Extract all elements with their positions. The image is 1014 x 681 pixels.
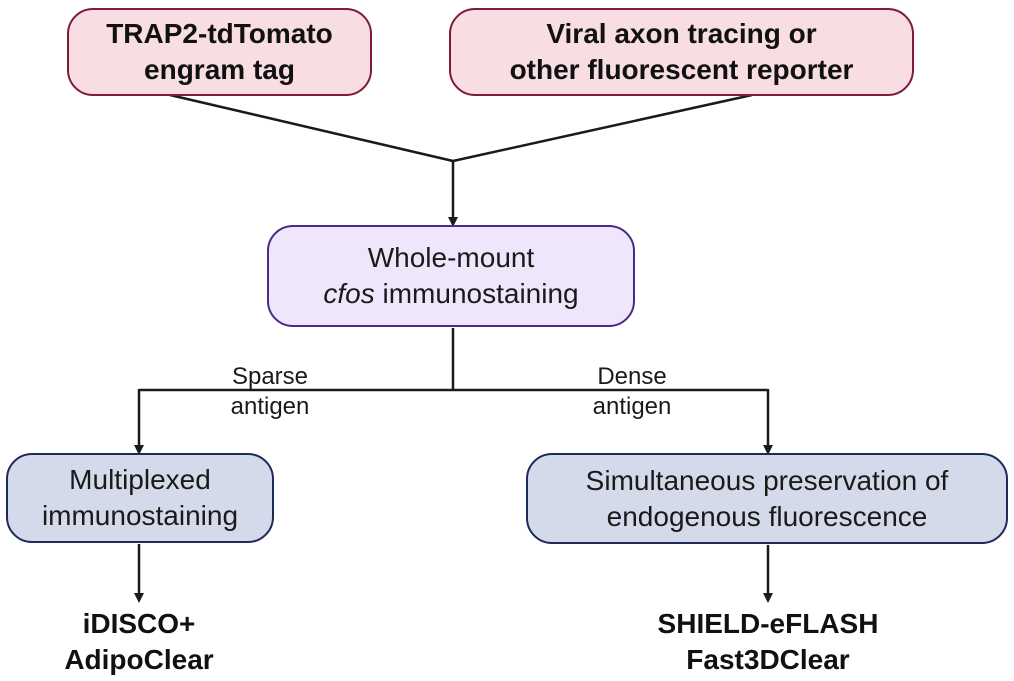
wholemount-line1: Whole-mount [367,242,535,273]
sparse-line1: Sparse [231,363,309,390]
trap2-line2: engram tag [144,54,295,85]
simultaneous-box: Simultaneous preservation of endogenous … [526,453,1008,544]
trap2-box: TRAP2-tdTomato engram tag [67,8,372,96]
wholemount-italic-cfos: cfos [323,278,375,309]
simultaneous-line1: Simultaneous preservation of [585,464,949,496]
result-right: SHIELD-eFLASH Fast3DClear [608,606,928,678]
branch-label-sparse: Sparse antigen [205,362,335,422]
viral-box: Viral axon tracing or other fluorescent … [449,8,914,96]
wholemount-line2-rest: immunostaining [374,278,579,309]
trap2-line1: TRAP2-tdTomato [106,18,333,49]
result-left: iDISCO+ AdipoClear [39,606,239,678]
dense-line1: Dense [597,363,667,390]
result-left-line2: AdipoClear [64,644,214,675]
result-left-line1: iDISCO+ [82,608,196,639]
viral-line2: other fluorescent reporter [509,54,854,85]
connector-viral [452,93,753,163]
sparse-line2: antigen [230,393,310,420]
wholemount-box: Whole-mount cfos immunostaining [267,225,635,327]
multiplexed-box: Multiplexed immunostaining [6,453,274,543]
result-right-line1: SHIELD-eFLASH [657,608,879,639]
branch-label-dense: Dense antigen [567,362,697,422]
viral-line1: Viral axon tracing or [546,18,817,49]
multiplexed-line1: Multiplexed [69,464,211,495]
simultaneous-line2: endogenous fluorescence [606,500,928,532]
result-right-line2: Fast3DClear [686,644,850,675]
multiplexed-line2: immunostaining [41,500,239,531]
dense-line2: antigen [592,393,672,420]
connector-trap2 [169,93,454,163]
wholemount-line2: cfos immunostaining [323,276,578,312]
